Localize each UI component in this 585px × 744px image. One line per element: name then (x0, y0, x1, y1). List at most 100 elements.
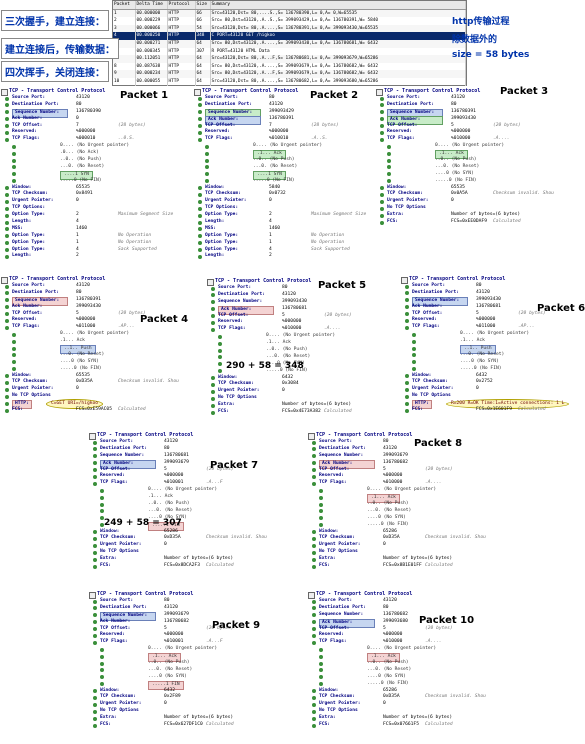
tcp-field-row[interactable]: Sequence Number:136780682 (307, 612, 507, 619)
tcp-field-row[interactable]: Urgent Pointer:0 (375, 198, 576, 205)
tcp-field-row[interactable]: Urgent Pointer:0 (206, 388, 386, 395)
tcp-field-row[interactable]: Urgent Pointer:0 (88, 542, 288, 549)
tcp-field-row[interactable]: Urgent Pointer:0 (0, 198, 190, 205)
tcp-header-node[interactable]: TCP - Transport Control Protocol (193, 88, 373, 96)
tcp-field-row[interactable]: Ack Number:136780682 (88, 619, 288, 626)
tcp-flag-row[interactable]: 0.... (No Urgent pointer) (0, 331, 200, 338)
tcp-field-row[interactable]: Urgent Pointer:0 (193, 198, 373, 205)
tcp-field-row[interactable]: Sequence Number:399093430 (206, 299, 386, 306)
tcp-field-row[interactable]: No TCP Options (88, 708, 288, 715)
tcp-field-row[interactable]: Ack Number:0 (0, 116, 190, 123)
tcp-field-row[interactable]: Sequence Number:399093679 (307, 453, 507, 460)
tcp-field-row[interactable]: Window:65286 (307, 688, 507, 695)
tcp-flag-row[interactable]: .1... Ack (375, 150, 576, 160)
tcp-flag-row[interactable]: .....1 FIN (88, 680, 288, 690)
tcp-flag-row[interactable]: ...0. (No Reset) (375, 164, 576, 171)
tcp-flag-row[interactable]: .....0 (No FIN) (400, 366, 576, 373)
tcp-flag-row[interactable]: ..0.. (No Push) (307, 660, 507, 667)
tcp-field-row[interactable]: Reserved:%000000 (0, 317, 200, 324)
tcp-flag-row[interactable]: .1... Ack (88, 653, 288, 663)
tcp-flag-row[interactable]: ..1.. Push (400, 345, 576, 354)
tcp-field-row[interactable]: Destination Port:80 (0, 102, 190, 109)
tcp-flag-row[interactable]: ...0. (No Reset) (88, 508, 288, 515)
tcp-flag-row[interactable]: ....0 (No SYN) (206, 361, 386, 368)
tcp-flag-row[interactable]: ..0.. (No Push) (0, 157, 190, 164)
tcp-flag-row[interactable]: .....0 (No FIN) (375, 178, 576, 185)
tcp-flag-row[interactable]: ...0. (No Reset) (206, 354, 386, 361)
tcp-field-row[interactable]: TCP Flags:%010000.A.... (206, 326, 386, 333)
tcp-field-row[interactable]: Urgent Pointer:0 (400, 386, 576, 393)
tcp-field-row[interactable]: Source Port:80 (206, 285, 386, 292)
tcp-field-row[interactable]: Window:65535 (0, 373, 200, 380)
tcp-field-row[interactable]: No TCP Options (88, 549, 288, 556)
tcp-field-row[interactable]: Sequence Number:399093679 (88, 611, 288, 621)
tcp-field-row[interactable]: Ack Number:399093430 (375, 115, 576, 125)
tcp-field-row[interactable]: Destination Port:43120 (88, 605, 288, 612)
tcp-field-row[interactable]: TCP Checksum:0x0732 (193, 191, 373, 198)
column-header[interactable]: Protocol (167, 1, 196, 10)
tcp-field-row[interactable]: Extra:Number of bytes=(6 bytes) (206, 402, 386, 409)
tcp-flag-row[interactable]: ..0.. (No Push) (193, 157, 373, 164)
tcp-flag-row[interactable]: ...0. (No Reset) (193, 164, 373, 171)
column-header[interactable]: Size (195, 1, 211, 10)
tcp-flag-row[interactable]: 0.... (No Urgent pointer) (0, 143, 190, 150)
tcp-field-row[interactable]: No TCP Options (400, 393, 576, 400)
tcp-field-row[interactable]: Reserved:%000000 (0, 129, 190, 136)
tcp-field-row[interactable]: MSS:1460 (193, 226, 373, 233)
tcp-flag-row[interactable]: ...0. (No Reset) (0, 352, 200, 359)
tcp-field-row[interactable]: Ack Number:399093680 (307, 618, 507, 628)
tcp-field-row[interactable]: Urgent Pointer:0 (307, 542, 507, 549)
tcp-flag-row[interactable]: .....1 FIN (88, 521, 288, 531)
tcp-field-row[interactable]: TCP Checksum:0x2F89 (88, 694, 288, 701)
tcp-field-row[interactable]: TCP Offset:5(20 bytes) (0, 311, 200, 318)
tcp-flag-row[interactable]: ....0 (No SYN) (400, 359, 576, 366)
tcp-field-row[interactable]: TCP Offset:5(20 bytes) (307, 467, 507, 474)
tcp-field-row[interactable]: Source Port:80 (307, 439, 507, 446)
tcp-field-row[interactable]: Source Port:80 (193, 95, 373, 102)
tcp-field-row[interactable]: TCP Options: (0, 205, 190, 212)
tcp-field-row[interactable]: Ack Number:136780682 (307, 459, 507, 469)
tcp-field-row[interactable]: Destination Port:43120 (307, 446, 507, 453)
tcp-field-row[interactable]: Destination Port:43120 (400, 290, 576, 297)
tcp-field-row[interactable]: Ack Number:136780681 (206, 305, 386, 315)
tcp-field-row[interactable]: Extra:Number of bytes=(6 bytes) (375, 212, 576, 219)
tcp-flag-row[interactable]: 0.... (No Urgent pointer) (307, 646, 507, 653)
tcp-flag-row[interactable]: 0.... (No Urgent pointer) (375, 143, 576, 150)
tcp-field-row[interactable]: Extra:Number of bytes=(6 bytes) (88, 715, 288, 722)
tcp-field-row[interactable]: No TCP Options (206, 395, 386, 402)
tcp-flag-row[interactable]: 0.... (No Urgent pointer) (400, 331, 576, 338)
tcp-field-row[interactable]: Reserved:%000000 (88, 632, 288, 639)
tcp-field-row[interactable]: TCP Flags:%010000.A.... (307, 639, 507, 646)
tcp-flag-row[interactable]: ..0.. (No Push) (307, 501, 507, 508)
tcp-field-row[interactable]: TCP Offset:5(20 bytes) (375, 123, 576, 130)
tcp-field-row[interactable]: Source Port:43120 (307, 598, 507, 605)
tcp-field-row[interactable]: Window:6432 (206, 375, 386, 382)
tcp-header-node[interactable]: TCP - Transport Control Protocol (0, 276, 200, 284)
tcp-field-row[interactable]: TCP Flags:%011000.AP... (400, 324, 576, 331)
tcp-field-row[interactable]: Reserved:%000000 (307, 473, 507, 480)
tcp-flag-row[interactable]: ...0. (No Reset) (400, 352, 576, 359)
tcp-flag-row[interactable]: ..0.. (No Push) (88, 501, 288, 508)
tcp-field-row[interactable]: Destination Port:80 (0, 290, 200, 297)
tcp-flag-row[interactable]: ...0. (No Reset) (0, 164, 190, 171)
tcp-field-row[interactable]: TCP Flags:%011000.AP... (0, 324, 200, 331)
tcp-field-row[interactable]: TCP Flags:%010001.A...F (88, 480, 288, 487)
tcp-field-row[interactable]: Extra:Number of bytes=(6 bytes) (88, 556, 288, 563)
